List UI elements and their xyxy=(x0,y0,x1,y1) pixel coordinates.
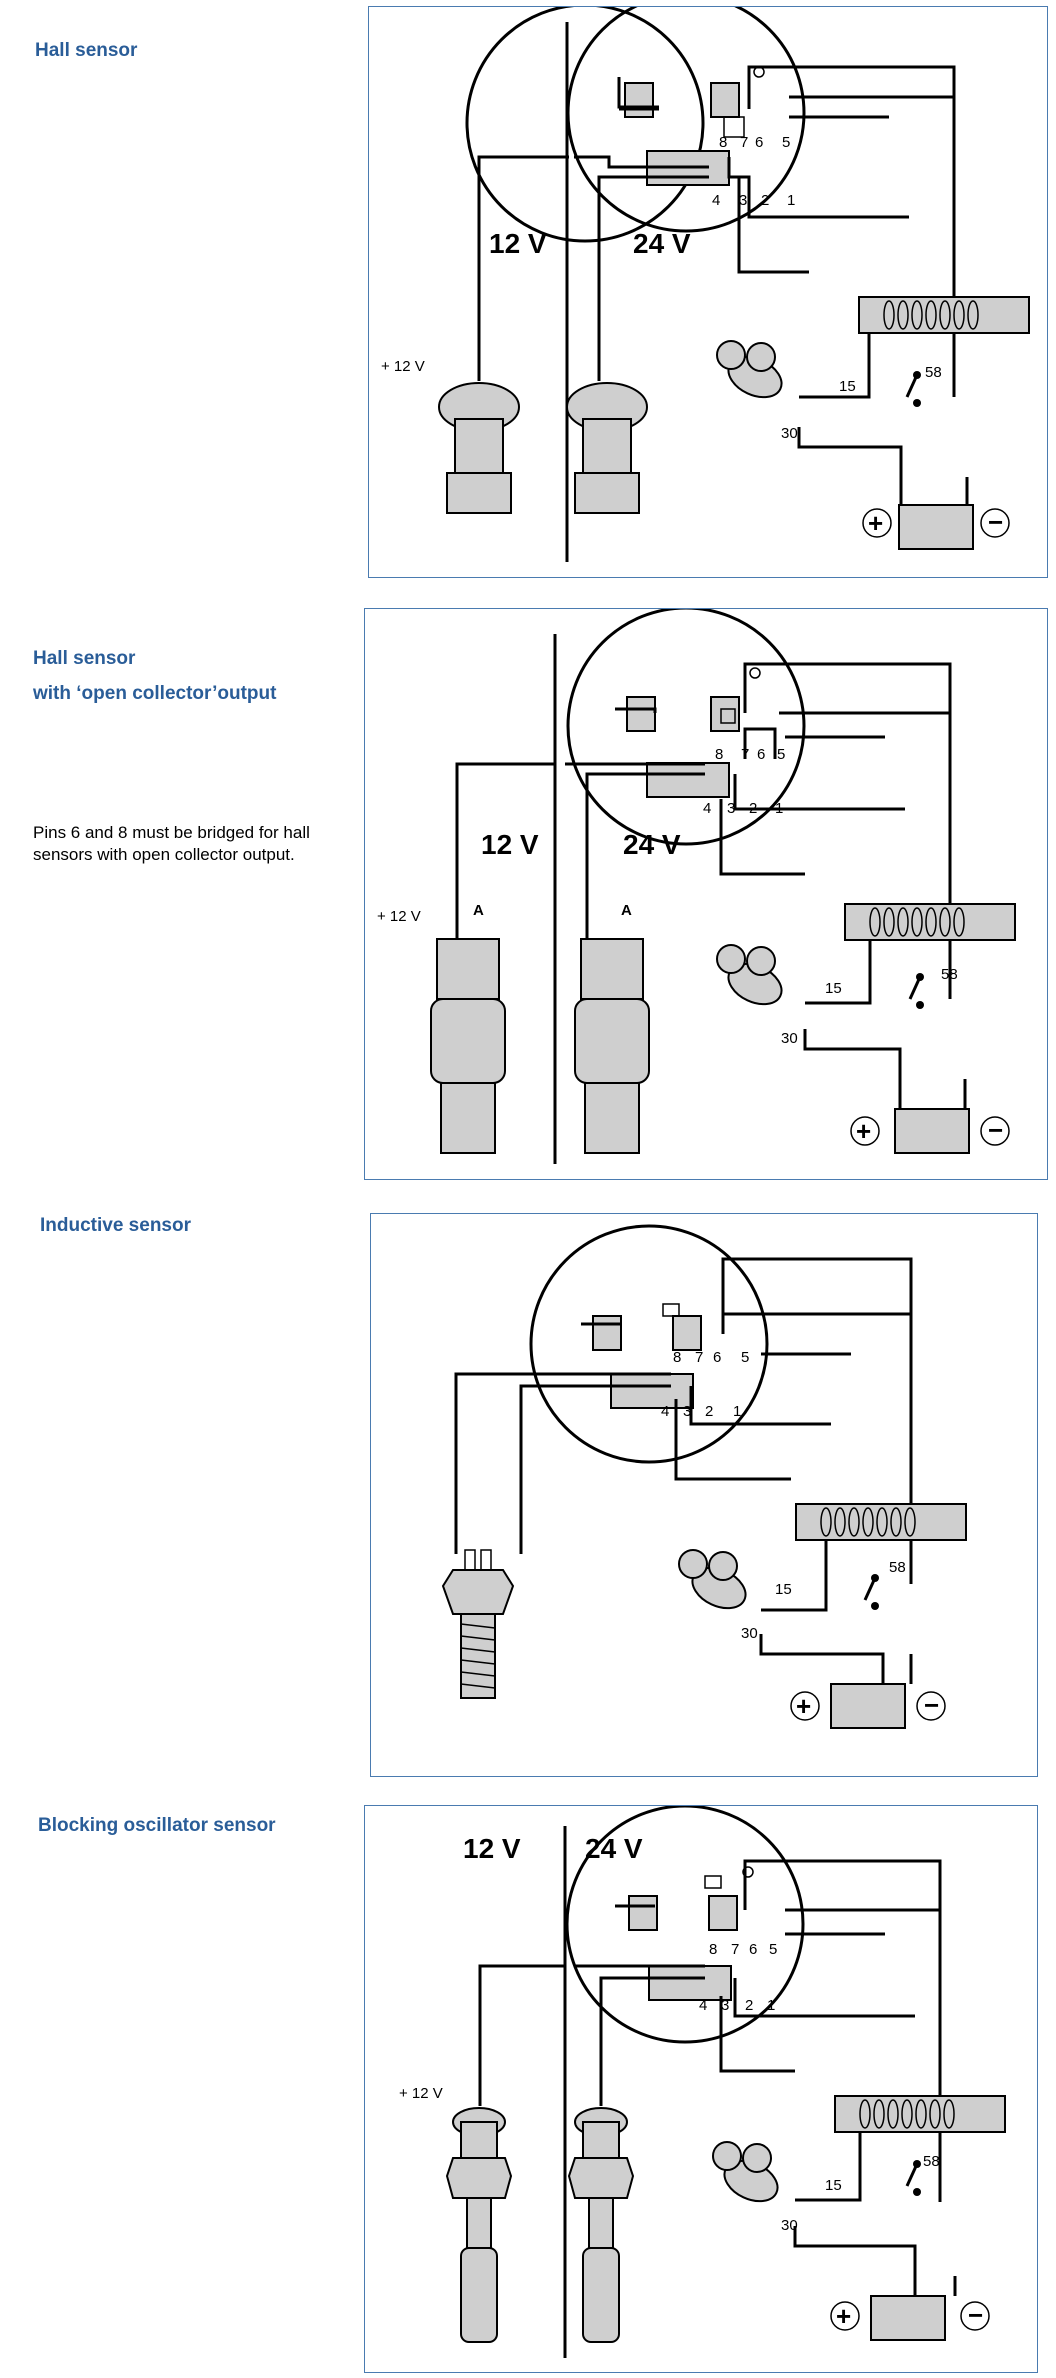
ignition-key-icon xyxy=(716,944,783,1006)
pin-3: 3 xyxy=(727,800,735,817)
pin-8: 8 xyxy=(673,1349,681,1366)
pin-2: 2 xyxy=(745,1997,753,2014)
blocking-oscillator-sensor-12v-icon xyxy=(445,2107,513,2343)
pin-1: 1 xyxy=(787,192,795,209)
plus-12v-label: + 12 V xyxy=(381,358,425,375)
battery-icon: + − xyxy=(830,2272,990,2341)
voltage-24v-label: 24 V xyxy=(623,829,681,860)
plus-12v-label: + 12 V xyxy=(377,908,421,925)
section-subheading-open-collector: with ‘open collector’output xyxy=(33,683,277,704)
pin-3: 3 xyxy=(721,1997,729,2014)
svg-text:+: + xyxy=(868,508,883,538)
terminal-58-label: 58 xyxy=(889,1559,906,1576)
terminal-30-label: 30 xyxy=(781,425,798,442)
diagram-svg: 8 7 6 5 4 3 2 1 58 1 xyxy=(377,609,1016,1164)
pin-4: 4 xyxy=(703,800,711,817)
connector-right xyxy=(710,82,740,118)
terminal-15-label: 15 xyxy=(839,378,856,395)
svg-text:−: − xyxy=(988,507,1003,537)
pin-6: 6 xyxy=(757,746,765,763)
pin-8: 8 xyxy=(719,134,727,151)
pin-1: 1 xyxy=(733,1403,741,1420)
terminal-15-label: 15 xyxy=(775,1581,792,1598)
pin-7: 7 xyxy=(695,1349,703,1366)
pin-4: 4 xyxy=(661,1403,669,1420)
pin-8: 8 xyxy=(715,746,723,763)
pin-6: 6 xyxy=(749,1941,757,1958)
pin-5: 5 xyxy=(769,1941,777,1958)
svg-text:+: + xyxy=(856,1116,871,1146)
svg-text:−: − xyxy=(968,2300,983,2330)
section-heading-hall-open-collector: Hall sensor xyxy=(33,648,136,669)
terminal-30-label: 30 xyxy=(741,1625,758,1642)
pin-2: 2 xyxy=(761,192,769,209)
svg-text:+: + xyxy=(796,1691,811,1721)
pin-6: 6 xyxy=(713,1349,721,1366)
pin-1: 1 xyxy=(767,1997,775,2014)
diagram-svg: 8 7 6 5 4 3 2 1 xyxy=(381,7,1030,562)
svg-text:+: + xyxy=(836,2301,851,2331)
ignition-key-icon xyxy=(716,340,783,399)
fuse-block xyxy=(858,296,1030,334)
ignition-key-icon xyxy=(712,2141,779,2203)
section-heading-blocking-oscillator: Blocking oscillator sensor xyxy=(38,1815,276,1836)
terminal-30-label: 30 xyxy=(781,1030,798,1047)
terminal-30-label: 30 xyxy=(781,2217,798,2234)
ignition-key-icon xyxy=(678,1549,747,1610)
wiring-diagram-open-collector: 8 7 6 5 4 3 2 1 58 1 xyxy=(364,608,1048,1180)
battery-icon: + − xyxy=(862,469,1010,550)
terminal-15-label: 15 xyxy=(825,2177,842,2194)
pin-7: 7 xyxy=(740,134,748,151)
wiring-diagram-blocking-oscillator: 8 7 6 5 4 3 2 1 58 15 xyxy=(364,1805,1038,2373)
plus-12v-label: + 12 V xyxy=(399,2085,443,2102)
terminal-58-label: 58 xyxy=(941,966,958,983)
terminal-58-label: 58 xyxy=(923,2153,940,2170)
open-collector-sensor-12v-icon xyxy=(430,938,506,1154)
pin-5: 5 xyxy=(777,746,785,763)
hall-sensor-24v-icon xyxy=(566,382,648,514)
pin-8: 8 xyxy=(709,1941,717,1958)
connector-left xyxy=(624,82,654,118)
hall-sensor-12v-icon xyxy=(438,382,520,514)
pin-3: 3 xyxy=(739,192,747,209)
wiring-diagram-hall-sensor: 8 7 6 5 4 3 2 1 xyxy=(368,6,1048,578)
pin-6: 6 xyxy=(755,134,763,151)
voltage-12v-label: 12 V xyxy=(489,228,547,259)
battery-icon: + − xyxy=(850,1079,1010,1154)
gauge: 8 7 6 5 4 3 2 1 xyxy=(566,7,806,233)
bridge-note: Pins 6 and 8 must be bridged for hall se… xyxy=(33,823,310,864)
svg-text:−: − xyxy=(988,1115,1003,1145)
pin-3: 3 xyxy=(683,1403,691,1420)
pin-7: 7 xyxy=(731,1941,739,1958)
blocking-oscillator-sensor-24v-icon xyxy=(567,2107,635,2343)
diagram-svg: 8 7 6 5 4 3 2 1 58 15 xyxy=(399,1806,1006,2358)
svg-text:−: − xyxy=(924,1690,939,1720)
voltage-12v-label: 12 V xyxy=(481,829,539,860)
sensor-a-label-24v: A xyxy=(621,902,632,919)
pin-4: 4 xyxy=(712,192,720,209)
inductive-sensor-icon xyxy=(441,1549,515,1699)
wiring-diagram-inductive: 8 7 6 5 4 3 2 1 58 15 xyxy=(370,1213,1038,1777)
pin-4: 4 xyxy=(699,1997,707,2014)
section-heading-hall-sensor: Hall sensor xyxy=(35,40,138,61)
pin-5: 5 xyxy=(741,1349,749,1366)
section-heading-inductive-sensor: Inductive sensor xyxy=(40,1215,191,1236)
pin-2: 2 xyxy=(705,1403,713,1420)
terminal-58-label: 58 xyxy=(925,364,942,381)
voltage-12v-label: 12 V xyxy=(463,1833,521,1864)
open-collector-sensor-24v-icon xyxy=(574,938,650,1154)
diagram-svg: 8 7 6 5 4 3 2 1 58 15 xyxy=(441,1224,967,1729)
battery-icon: + − xyxy=(790,1654,946,1729)
pin-5: 5 xyxy=(782,134,790,151)
sensor-a-label-12v: A xyxy=(473,902,484,919)
voltage-24v-label: 24 V xyxy=(633,228,691,259)
terminal-15-label: 15 xyxy=(825,980,842,997)
voltage-24v-label: 24 V xyxy=(585,1833,643,1864)
